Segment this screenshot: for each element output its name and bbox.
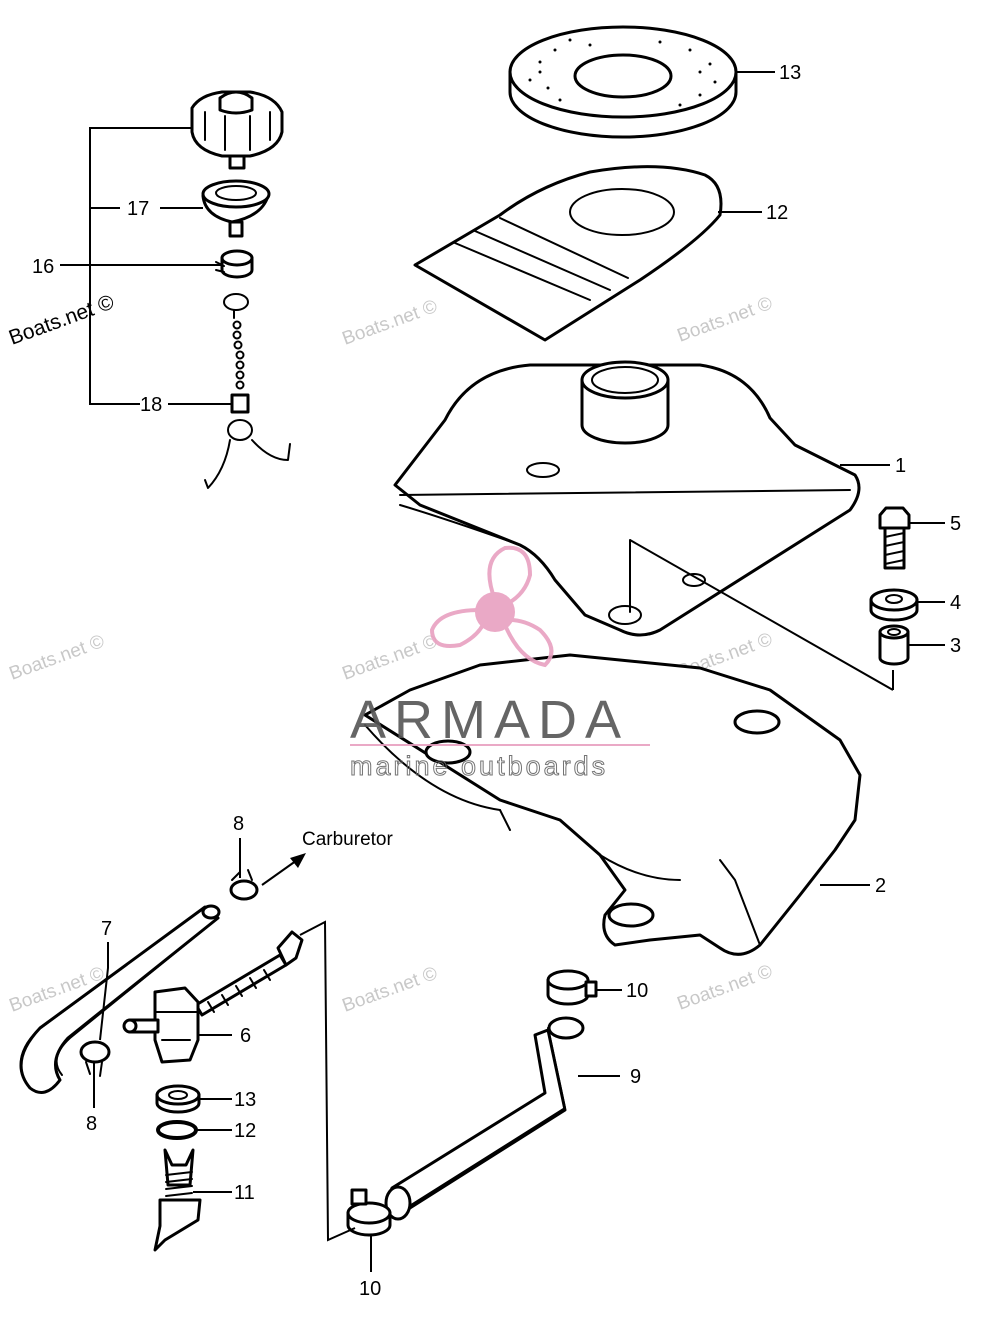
callout-9: 9 <box>630 1066 641 1088</box>
part-cap <box>190 90 284 170</box>
part-13-washer <box>155 1084 201 1114</box>
carburetor-arrow: Carburetor <box>261 829 393 886</box>
callout-12: 12 <box>234 1120 256 1142</box>
part-11-drain-screw <box>153 1148 202 1252</box>
part-5-bolt <box>878 506 911 570</box>
callout-14: 12 <box>766 202 788 224</box>
callout-3: 3 <box>950 635 961 657</box>
part-10-clip-lower <box>346 1188 392 1237</box>
callout-5: 5 <box>950 513 961 535</box>
callout-16: 16 <box>32 256 54 278</box>
callout-7: 7 <box>101 918 112 940</box>
part-6-fuel-cock <box>122 930 304 1064</box>
part-18-chain <box>204 293 291 489</box>
part-3-collar <box>878 624 910 666</box>
callout-8-lower: 8 <box>86 1113 97 1135</box>
watermark-4: Boats.net © <box>340 631 441 685</box>
callout-17: 17 <box>127 198 149 220</box>
brand-logo: ARMADA marine outboards <box>350 545 650 782</box>
callout-4: 4 <box>950 592 961 614</box>
propeller-hub-icon <box>475 592 515 632</box>
part-1-upper-tank <box>393 360 861 637</box>
callout-labels: 13 12 1 5 4 3 2 10 9 10 6 13 12 11 7 8 8… <box>32 62 961 1300</box>
part-17-seal <box>201 179 271 238</box>
leader-lines <box>60 71 945 1272</box>
callout-13: 13 <box>234 1089 256 1111</box>
callout-2: 2 <box>875 875 886 897</box>
callout-15: 13 <box>779 62 801 84</box>
part-2-lower-tray <box>363 653 862 956</box>
watermark-3: Boats.net © <box>7 631 108 685</box>
part-15-filter-ring <box>508 25 738 139</box>
watermark-2: Boats.net © <box>675 293 776 347</box>
propeller-icon <box>429 545 554 668</box>
callout-11: 11 <box>234 1182 255 1204</box>
brand-tagline: marine outboards <box>350 751 608 781</box>
part-8-clip-upper <box>229 869 259 901</box>
callout-6: 6 <box>240 1025 251 1047</box>
carburetor-label: Carburetor <box>302 829 393 850</box>
callout-8-upper: 8 <box>233 813 244 835</box>
callout-10-upper: 10 <box>626 980 648 1002</box>
part-14-pad <box>413 165 723 342</box>
callout-1: 1 <box>895 455 906 477</box>
watermark-dark: Boats.net © <box>6 290 118 349</box>
callout-18: 18 <box>140 394 162 416</box>
part-8-clip-lower <box>79 1040 111 1077</box>
watermark-8: Boats.net © <box>675 961 776 1015</box>
brand-name: ARMADA <box>350 690 629 750</box>
part-7-hose <box>19 904 221 1094</box>
part-12-o-ring <box>156 1120 198 1140</box>
watermark-1: Boats.net © <box>340 296 441 350</box>
callout-10-lower: 10 <box>359 1278 381 1300</box>
part-9-hose <box>384 1016 585 1221</box>
part-4-washer <box>869 588 919 622</box>
part-10-clip-upper <box>546 969 598 1006</box>
watermark-7: Boats.net © <box>340 963 441 1017</box>
